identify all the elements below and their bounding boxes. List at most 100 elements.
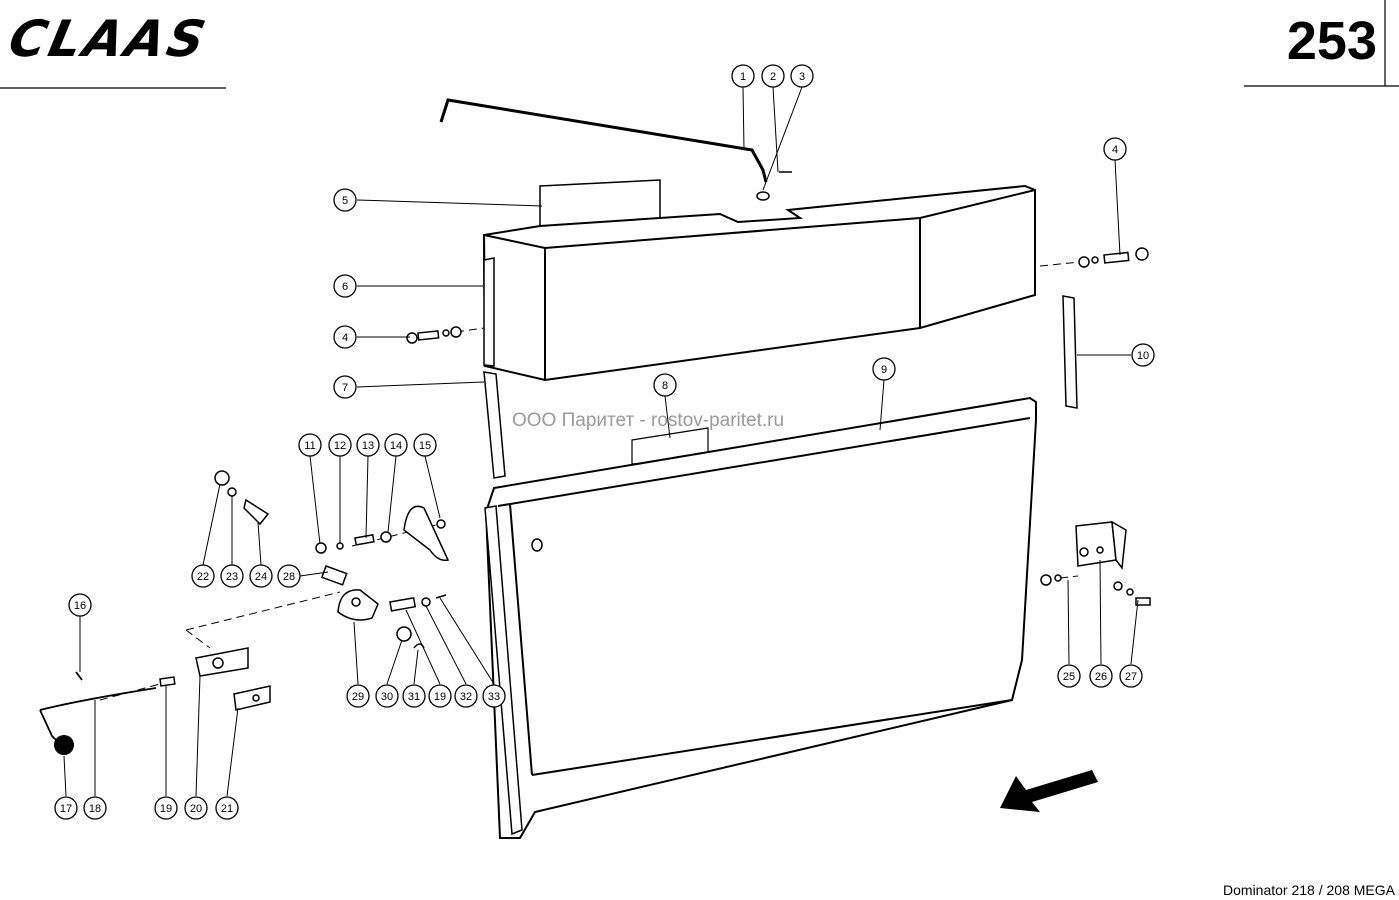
callout-circle [1131,343,1155,367]
callout-number: 5 [342,195,348,207]
fastener-group [315,505,450,562]
rod-part [439,98,768,183]
callout-3: 3 [790,64,814,88]
callout-circle [220,564,244,588]
callout-circle [653,373,677,397]
callout-9: 9 [872,357,896,381]
housing-side-plate [483,257,495,367]
callout-number: 18 [89,803,101,815]
washer-part [756,191,770,201]
callout-4: 4 [1103,137,1127,161]
callout-circle [298,433,322,457]
callout-number: 22 [197,571,209,583]
callout-number: 11 [304,440,315,452]
callout-19: 19 [428,684,452,708]
callout-number: 29 [352,691,364,703]
callout-circle [68,593,92,617]
callout-circle [413,433,437,457]
callout-11: 11 [298,433,322,457]
panel-edge-strip [484,505,523,836]
callout-circle [83,796,107,820]
callout-number: 7 [342,382,348,394]
bolt-set [1078,247,1149,268]
callout-number: 25 [1063,671,1075,683]
callout-10: 10 [1131,343,1155,367]
callout-28: 28 [277,564,301,588]
callout-8: 8 [653,373,677,397]
fastener-group [214,470,270,526]
callout-20: 20 [184,796,208,820]
callout-4: 4 [333,325,357,349]
callout-14: 14 [384,433,408,457]
side-strip-part [483,371,506,479]
callout-30: 30 [375,684,399,708]
callout-number: 20 [190,803,202,815]
callout-33: 33 [482,684,506,708]
model-caption: Dominator 218 / 208 MEGA [1223,882,1395,898]
callout-21: 21 [215,796,239,820]
callout-circle [54,796,78,820]
callout-circle [215,796,239,820]
handle-part [39,671,157,741]
callout-number: 4 [342,332,348,344]
callout-19: 19 [154,796,178,820]
callout-12: 12 [328,433,352,457]
callout-number: 32 [460,691,472,703]
hinge-group [1040,520,1151,606]
callout-number: 27 [1125,671,1137,683]
callout-number: 15 [419,440,431,452]
header-rules [0,0,1399,89]
page-number: 253 [1286,11,1377,71]
pin-part [320,565,348,586]
bracket-group [159,647,271,711]
callout-17: 17 [54,796,78,820]
callout-7: 7 [333,375,357,399]
callout-number: 9 [881,364,887,376]
callout-circle [384,433,408,457]
callout-number: 16 [74,600,86,612]
callout-number: 21 [221,803,233,815]
callout-number: 1 [740,71,746,83]
callout-circle [333,188,357,212]
callout-6: 6 [333,274,357,298]
callout-number: 19 [434,691,446,703]
callout-circle [1103,137,1127,161]
lower-panel-part [484,396,1037,839]
callout-circle [375,684,399,708]
callout-number: 2 [770,71,776,83]
callout-number: 33 [488,691,500,703]
callout-number: 14 [390,440,402,452]
callout-26: 26 [1089,664,1113,688]
callout-circle [277,564,301,588]
callout-number: 12 [334,440,346,452]
callout-circle [333,375,357,399]
callout-circle [761,64,785,88]
callout-13: 13 [356,433,380,457]
callout-24: 24 [249,564,273,588]
callout-32: 32 [454,684,478,708]
callout-number: 4 [1112,144,1118,156]
watermark: ООО Паритет - rostov-paritet.ru [512,410,785,431]
direction-arrow [1000,770,1098,812]
callout-number: 28 [283,571,295,583]
leader-lines [63,86,1139,797]
callout-31: 31 [402,684,426,708]
callout-circle [1089,664,1113,688]
callout-circle [191,564,215,588]
callout-number: 26 [1095,671,1107,683]
callout-29: 29 [346,684,370,708]
callout-25: 25 [1057,664,1081,688]
callout-number: 31 [408,691,420,703]
callout-number: 3 [799,71,805,83]
callout-number: 24 [255,571,267,583]
callout-number: 30 [381,691,393,703]
callout-number: 17 [60,803,72,815]
callout-18: 18 [83,796,107,820]
callout-circle [790,64,814,88]
callout-circle [333,325,357,349]
latch-group [337,589,447,649]
panel-hole [531,538,543,552]
callout-number: 23 [226,571,238,583]
